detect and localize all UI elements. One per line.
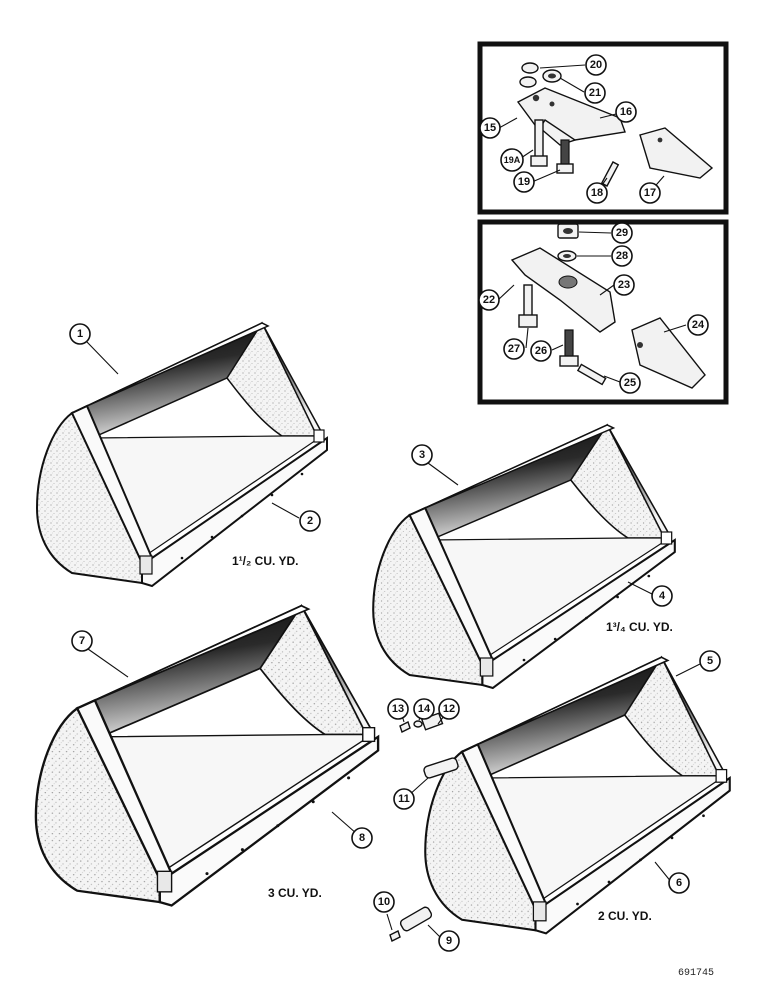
svg-text:10: 10 bbox=[378, 896, 390, 908]
svg-text:5: 5 bbox=[707, 655, 713, 667]
svg-text:25: 25 bbox=[624, 377, 636, 389]
callout-22: 22 bbox=[478, 289, 500, 311]
svg-text:8: 8 bbox=[359, 832, 365, 844]
callout-4: 4 bbox=[651, 585, 673, 607]
callout-8: 8 bbox=[351, 827, 373, 849]
screw-13 bbox=[399, 721, 411, 733]
callout-20: 20 bbox=[585, 54, 607, 76]
callout-23: 23 bbox=[613, 274, 635, 296]
svg-text:2: 2 bbox=[307, 515, 313, 527]
callout-29: 29 bbox=[611, 222, 633, 244]
callout-1: 1 bbox=[69, 323, 91, 345]
svg-text:21: 21 bbox=[589, 87, 601, 99]
callout-24: 24 bbox=[687, 314, 709, 336]
bucket-1-5-cu-yd bbox=[36, 322, 328, 587]
callout-26: 26 bbox=[530, 340, 552, 362]
tooth-adapter-23 bbox=[510, 247, 616, 333]
screw-10 bbox=[389, 930, 401, 942]
svg-text:9: 9 bbox=[446, 935, 452, 947]
svg-text:29: 29 bbox=[616, 227, 628, 239]
callout-19: 19 bbox=[513, 171, 535, 193]
callout-6: 6 bbox=[668, 872, 690, 894]
callout-16: 16 bbox=[615, 101, 637, 123]
svg-text:19A: 19A bbox=[504, 155, 521, 165]
svg-text:28: 28 bbox=[616, 250, 628, 262]
svg-text:4: 4 bbox=[659, 590, 666, 602]
svg-text:26: 26 bbox=[535, 345, 547, 357]
tooth-point-17 bbox=[639, 127, 714, 179]
nut-21 bbox=[519, 69, 562, 88]
caption-bucket-4: 2 CU. YD. bbox=[598, 909, 652, 923]
svg-text:6: 6 bbox=[676, 877, 682, 889]
svg-text:20: 20 bbox=[590, 59, 602, 71]
washer-20 bbox=[521, 62, 539, 74]
tooth-point-24 bbox=[631, 317, 706, 389]
svg-text:22: 22 bbox=[483, 294, 495, 306]
bolt-26 bbox=[559, 329, 579, 367]
pin-25 bbox=[576, 363, 607, 386]
callout-12: 12 bbox=[438, 698, 460, 720]
svg-text:17: 17 bbox=[644, 187, 656, 199]
callout-15: 15 bbox=[479, 117, 501, 139]
callout-27: 27 bbox=[503, 338, 525, 360]
nut-29 bbox=[557, 223, 579, 239]
bolt-19a bbox=[530, 119, 548, 167]
svg-text:13: 13 bbox=[392, 703, 404, 715]
callout-19a: 19A bbox=[500, 148, 524, 172]
svg-text:27: 27 bbox=[508, 343, 520, 355]
callout-5: 5 bbox=[699, 650, 721, 672]
callout-14: 14 bbox=[413, 698, 435, 720]
caption-bucket-2: 1³/₄ CU. YD. bbox=[606, 620, 673, 634]
svg-text:1: 1 bbox=[77, 328, 83, 340]
svg-text:19: 19 bbox=[518, 176, 530, 188]
callout-10: 10 bbox=[373, 891, 395, 913]
callout-3: 3 bbox=[411, 444, 433, 466]
callout-18: 18 bbox=[586, 182, 608, 204]
callout-13: 13 bbox=[387, 698, 409, 720]
svg-text:11: 11 bbox=[398, 793, 410, 805]
svg-text:15: 15 bbox=[484, 122, 496, 134]
callout-25: 25 bbox=[619, 372, 641, 394]
svg-text:12: 12 bbox=[443, 703, 455, 715]
svg-text:24: 24 bbox=[692, 319, 705, 331]
svg-text:7: 7 bbox=[79, 635, 85, 647]
bolt-27 bbox=[518, 284, 538, 328]
callout-11: 11 bbox=[393, 788, 415, 810]
callout-28: 28 bbox=[611, 245, 633, 267]
bolt-19 bbox=[556, 139, 574, 174]
svg-text:14: 14 bbox=[418, 703, 431, 715]
drawing-number: 691745 bbox=[678, 968, 714, 979]
pin-11 bbox=[423, 757, 459, 779]
svg-text:23: 23 bbox=[618, 279, 630, 291]
svg-text:18: 18 bbox=[591, 187, 603, 199]
svg-text:16: 16 bbox=[620, 106, 632, 118]
callout-7: 7 bbox=[71, 630, 93, 652]
washer-14 bbox=[413, 720, 423, 728]
callout-2: 2 bbox=[299, 510, 321, 532]
washer-28 bbox=[557, 250, 577, 262]
svg-text:3: 3 bbox=[419, 449, 425, 461]
callout-21: 21 bbox=[584, 82, 606, 104]
caption-bucket-1: 1¹/₂ CU. YD. bbox=[232, 554, 298, 568]
bucket-3-cu-yd bbox=[34, 604, 380, 907]
inset-tooth-assembly-2 bbox=[477, 219, 729, 405]
pin-9 bbox=[399, 906, 433, 932]
caption-bucket-3: 3 CU. YD. bbox=[268, 886, 322, 900]
callout-9: 9 bbox=[438, 930, 460, 952]
callout-17: 17 bbox=[639, 182, 661, 204]
